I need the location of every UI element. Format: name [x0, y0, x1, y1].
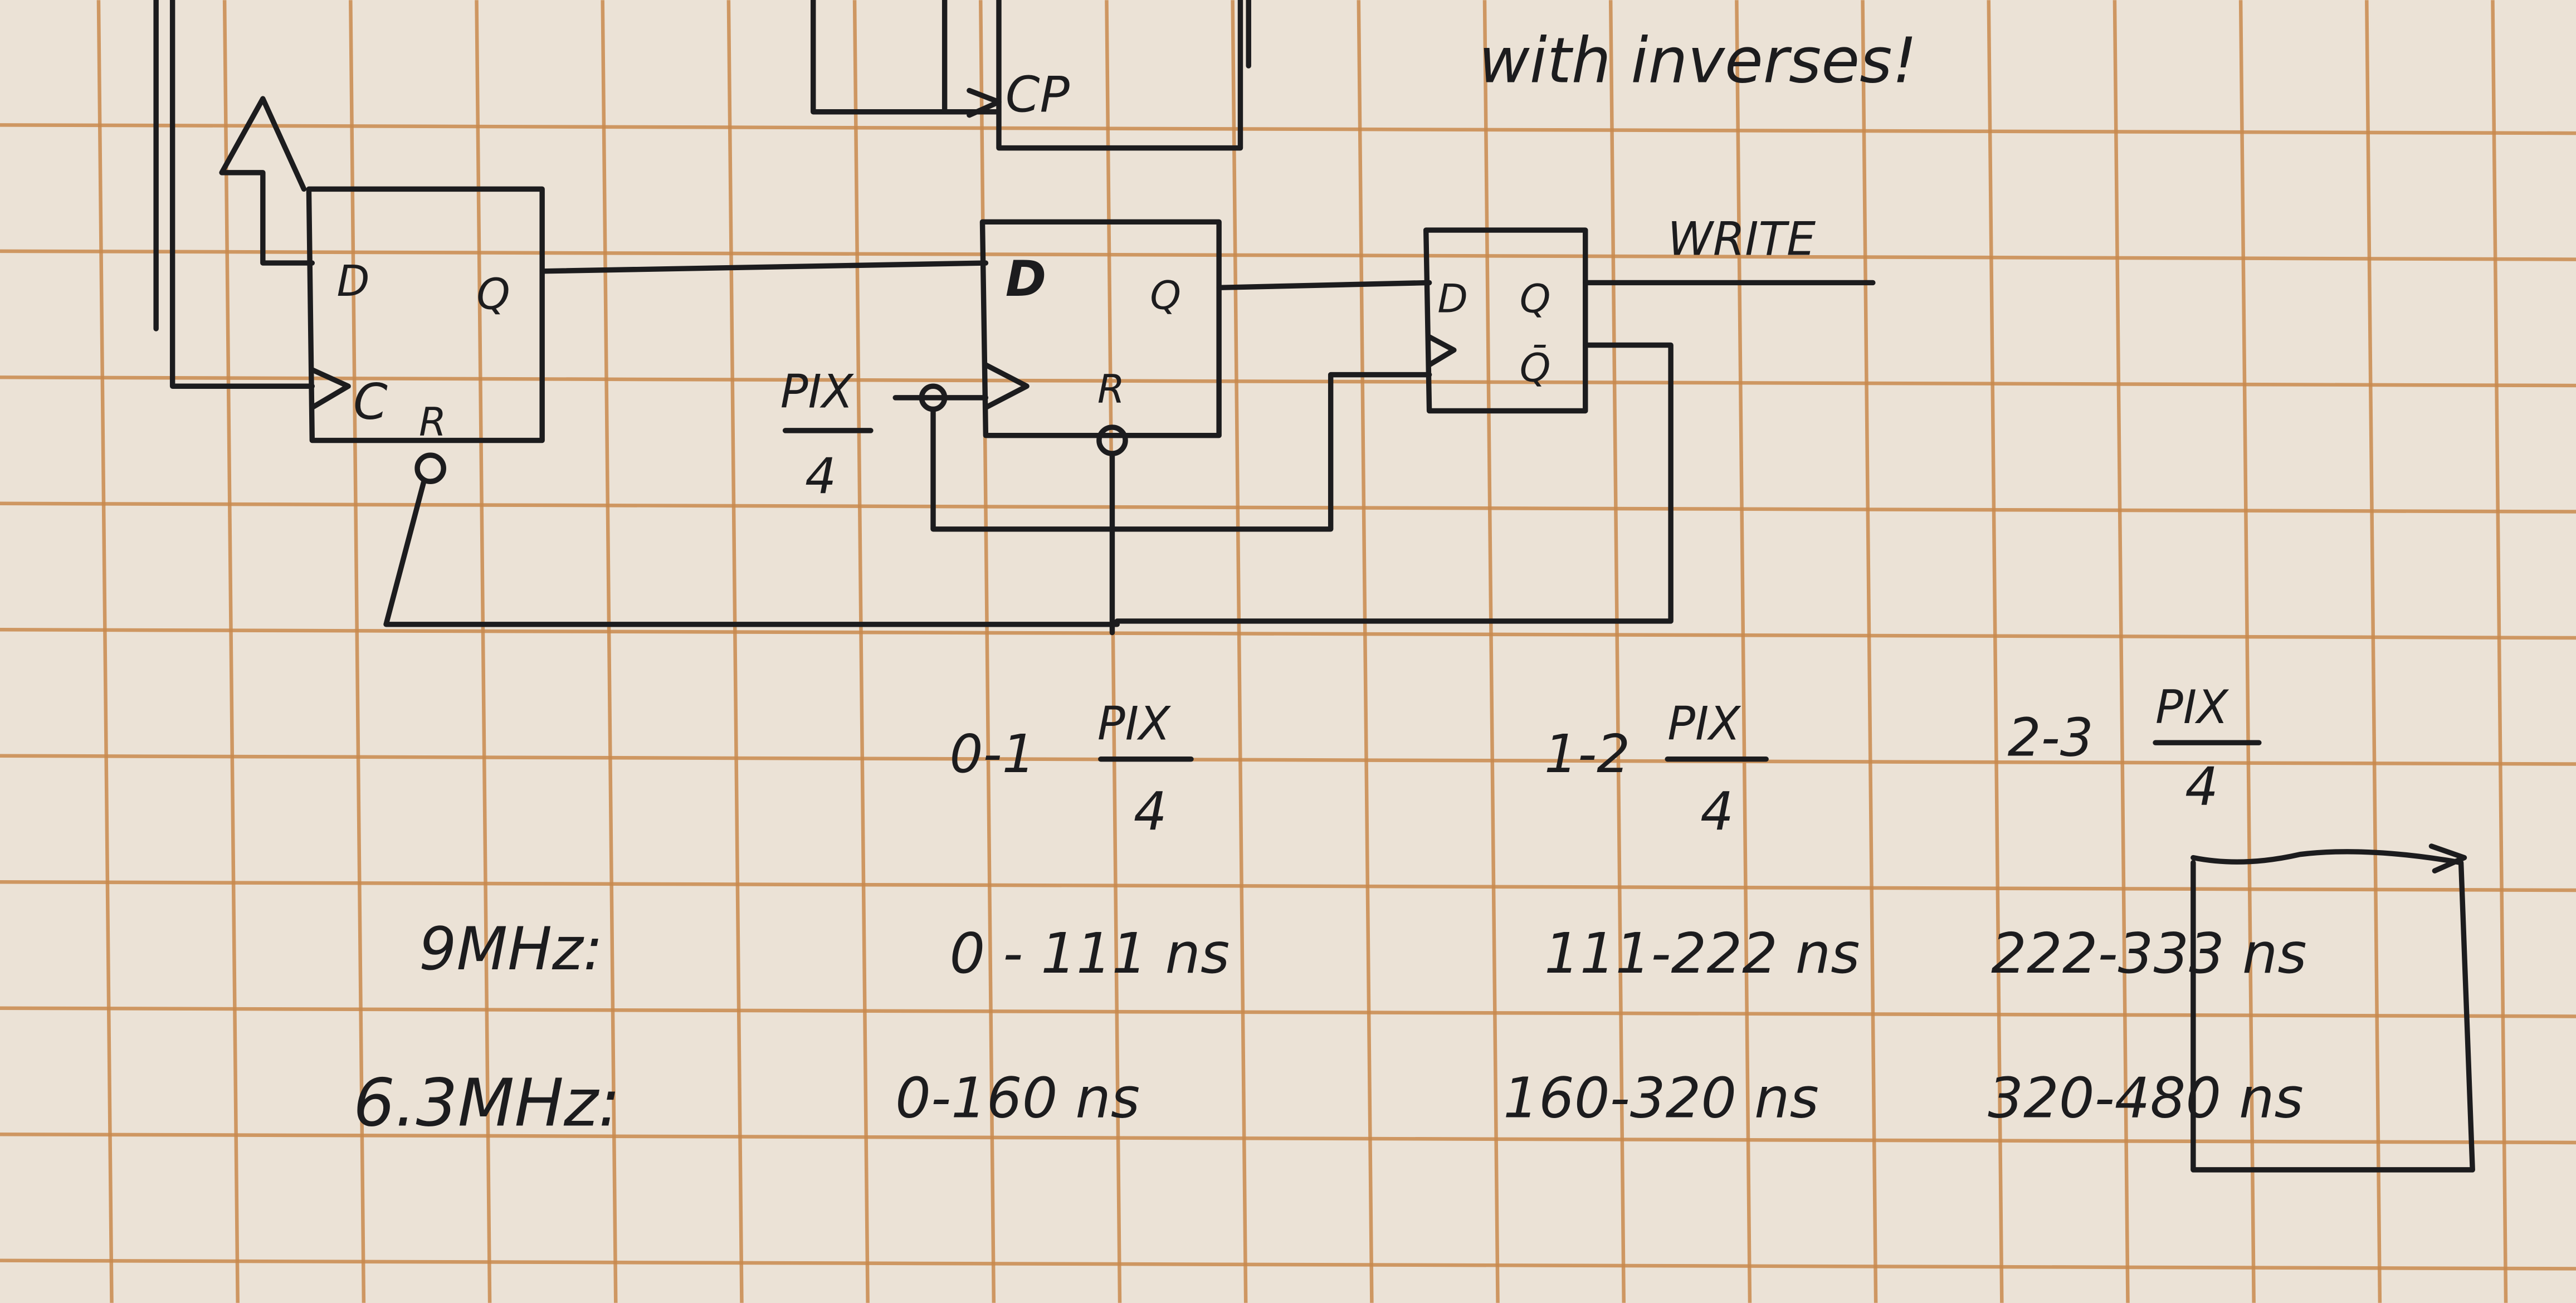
- phase-den: 4: [1700, 781, 1734, 842]
- freq-label: 6.3MHz:: [353, 1065, 621, 1141]
- grid-line: [0, 628, 2576, 640]
- grid-line: [0, 501, 2576, 514]
- grid-line: [726, 0, 744, 1303]
- grid-line: [349, 0, 366, 1303]
- grid-line: [1357, 0, 1374, 1303]
- phase-range: 0-1: [950, 724, 1036, 785]
- write-label: WRITE: [1667, 212, 1816, 266]
- wire-vcc-symbol: [219, 96, 315, 266]
- phase-den: 4: [2185, 757, 2218, 818]
- timing-cell: 111-222 ns: [1544, 921, 1860, 986]
- grid-line: [2365, 0, 2382, 1303]
- phase-range: 2-3: [2008, 707, 2094, 769]
- grid-line: [1861, 0, 1878, 1303]
- note-with-inverses: with inverses!: [1479, 25, 1917, 97]
- grid-line: [1482, 0, 1500, 1303]
- grid-line: [2112, 0, 2130, 1303]
- ff1-d: D: [337, 257, 370, 306]
- flipflop-2: D Q R: [979, 219, 1222, 456]
- ff2-d: D: [1006, 250, 1046, 308]
- phase-range: 1-2: [1544, 724, 1630, 785]
- ff1-q: Q: [476, 270, 510, 320]
- phase-num: PIX: [1097, 697, 1172, 750]
- grid-line: [0, 754, 2576, 766]
- timing-table: 9MHz: 0 - 111 ns 111-222 ns 222-333 ns 6…: [353, 843, 2475, 1173]
- grid-line: [0, 1132, 2576, 1145]
- timing-cell: 0-160 ns: [895, 1066, 1140, 1131]
- top-flipflop-partial: CP: [811, 0, 1251, 151]
- freq-label: 9MHz:: [419, 915, 603, 984]
- grid-line: [1735, 0, 1752, 1303]
- wire-feedback-reset: [383, 342, 1674, 636]
- ff3-d: D: [1437, 276, 1468, 322]
- grid-line: [1231, 0, 1248, 1303]
- phase-num: PIX: [2155, 681, 2229, 734]
- arrow-icon: [2428, 843, 2467, 873]
- grid-line: [0, 880, 2576, 892]
- timing-cell: 0 - 111 ns: [950, 921, 1230, 986]
- phase-num: PIX: [1667, 697, 1741, 750]
- grid-line: [96, 0, 114, 1303]
- timing-cell: 222-333 ns: [1991, 921, 2307, 986]
- grid-line: [1987, 0, 2004, 1303]
- timing-cell: 320-480 ns: [1988, 1066, 2304, 1131]
- grid-line: [2491, 0, 2508, 1303]
- wire-left-clock: [169, 0, 315, 389]
- pix-den: 4: [805, 447, 836, 505]
- grid-line: [1105, 0, 1122, 1303]
- ff1-clk: C: [353, 373, 388, 431]
- phase-den: 4: [1134, 781, 1167, 842]
- wire-ff1-ff2: [539, 260, 989, 274]
- highlight-box: [2190, 849, 2475, 1173]
- grid-line: [0, 1258, 2576, 1271]
- flipflop-1: D Q C R: [306, 186, 545, 484]
- grid-line: [0, 375, 2576, 388]
- cp-label: CP: [1006, 66, 1070, 124]
- grid-line: [2238, 0, 2256, 1303]
- grid-line: [0, 123, 2576, 135]
- grid-line: [475, 0, 492, 1303]
- phase-headers: 0-1 PIX 4 1-2 PIX 4 2-3 PIX 4: [950, 681, 2262, 842]
- grid-line: [852, 0, 870, 1303]
- ff2-q: Q: [1150, 272, 1181, 319]
- grid-line: [979, 0, 996, 1303]
- ff2-r: R: [1097, 366, 1125, 412]
- ff3-qbar: Q̄: [1520, 344, 1551, 391]
- timing-cell: 160-320 ns: [1503, 1066, 1819, 1131]
- grid-line: [601, 0, 618, 1303]
- wire-pix4: [892, 372, 1432, 532]
- grid-line: [0, 249, 2576, 261]
- flipflop-3: D Q Q̄: [1423, 227, 1588, 414]
- grid-line: [0, 1006, 2576, 1018]
- wire-ff2-ff3: [1216, 280, 1432, 291]
- grid-line: [222, 0, 240, 1303]
- pix-label: PIX: [780, 365, 855, 419]
- ff3-q: Q: [1520, 276, 1551, 322]
- ff1-r: R: [419, 399, 446, 445]
- grid-line: [1608, 0, 1626, 1303]
